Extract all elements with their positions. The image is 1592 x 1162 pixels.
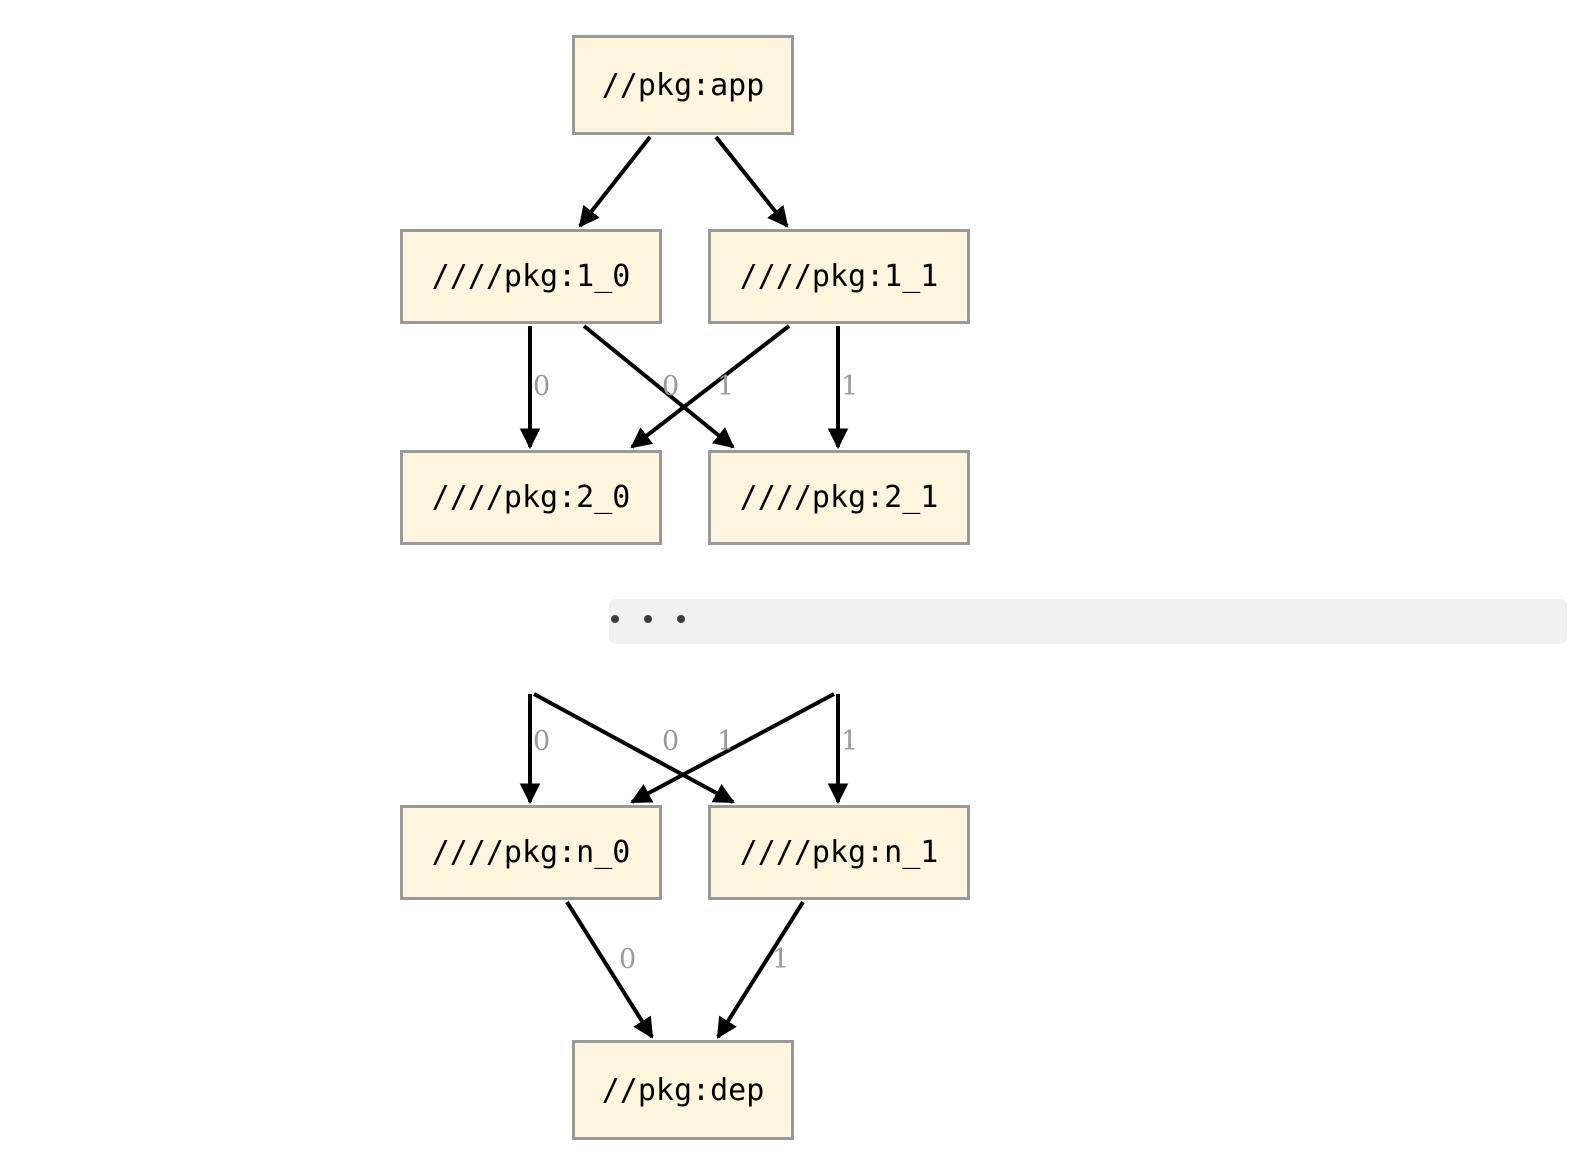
edge-label: 0 bbox=[662, 726, 680, 757]
node-label: ////pkg:2_1 bbox=[739, 480, 939, 515]
edge-label: 0 bbox=[662, 371, 680, 402]
edge-label: 1 bbox=[841, 371, 859, 402]
node-l1_0[interactable]: ////pkg:1_0 bbox=[400, 229, 662, 324]
edge-hidden-to-ln_0 bbox=[630, 692, 835, 804]
edge-l1_1-to-l2_0 bbox=[630, 324, 791, 449]
node-label: ////pkg:n_0 bbox=[431, 835, 631, 870]
edge-l1_0-to-l2_1 bbox=[582, 324, 735, 449]
edges-group bbox=[519, 135, 849, 1039]
node-label: //pkg:app bbox=[601, 67, 765, 103]
edge-label: 1 bbox=[717, 726, 735, 757]
edge-ln_0-to-dep bbox=[565, 900, 654, 1039]
edge-label: 0 bbox=[533, 371, 551, 402]
node-l2_0[interactable]: ////pkg:2_0 bbox=[400, 450, 662, 545]
edge-label: 0 bbox=[619, 944, 637, 975]
node-ln_1[interactable]: ////pkg:n_1 bbox=[708, 805, 970, 900]
edge-app-to-l1_1 bbox=[714, 135, 789, 228]
node-l1_1[interactable]: ////pkg:1_1 bbox=[708, 229, 970, 324]
edge-hidden-to-ln_1 bbox=[533, 692, 735, 804]
ellipsis-dot bbox=[611, 615, 619, 623]
edge-ln_1-to-dep bbox=[716, 900, 805, 1039]
ellipsis-dot bbox=[644, 615, 652, 623]
node-dep[interactable]: //pkg:dep bbox=[572, 1040, 794, 1140]
edge-app-to-l1_0 bbox=[578, 135, 652, 228]
node-app[interactable]: //pkg:app bbox=[572, 35, 794, 135]
node-label: ////pkg:1_1 bbox=[739, 259, 939, 294]
edge-label: 1 bbox=[772, 944, 790, 975]
node-label: ////pkg:1_0 bbox=[431, 259, 631, 294]
edge-label: 0 bbox=[533, 726, 551, 757]
ellipsis-separator-band bbox=[609, 599, 1567, 644]
edge-label: 1 bbox=[717, 371, 735, 402]
node-ln_0[interactable]: ////pkg:n_0 bbox=[400, 805, 662, 900]
node-l2_1[interactable]: ////pkg:2_1 bbox=[708, 450, 970, 545]
node-label: ////pkg:n_1 bbox=[739, 835, 939, 870]
ellipsis-dots bbox=[611, 615, 685, 623]
ellipsis-dot bbox=[677, 615, 685, 623]
node-label: ////pkg:2_0 bbox=[431, 480, 631, 515]
edge-label: 1 bbox=[841, 726, 859, 757]
node-label: //pkg:dep bbox=[601, 1072, 765, 1108]
